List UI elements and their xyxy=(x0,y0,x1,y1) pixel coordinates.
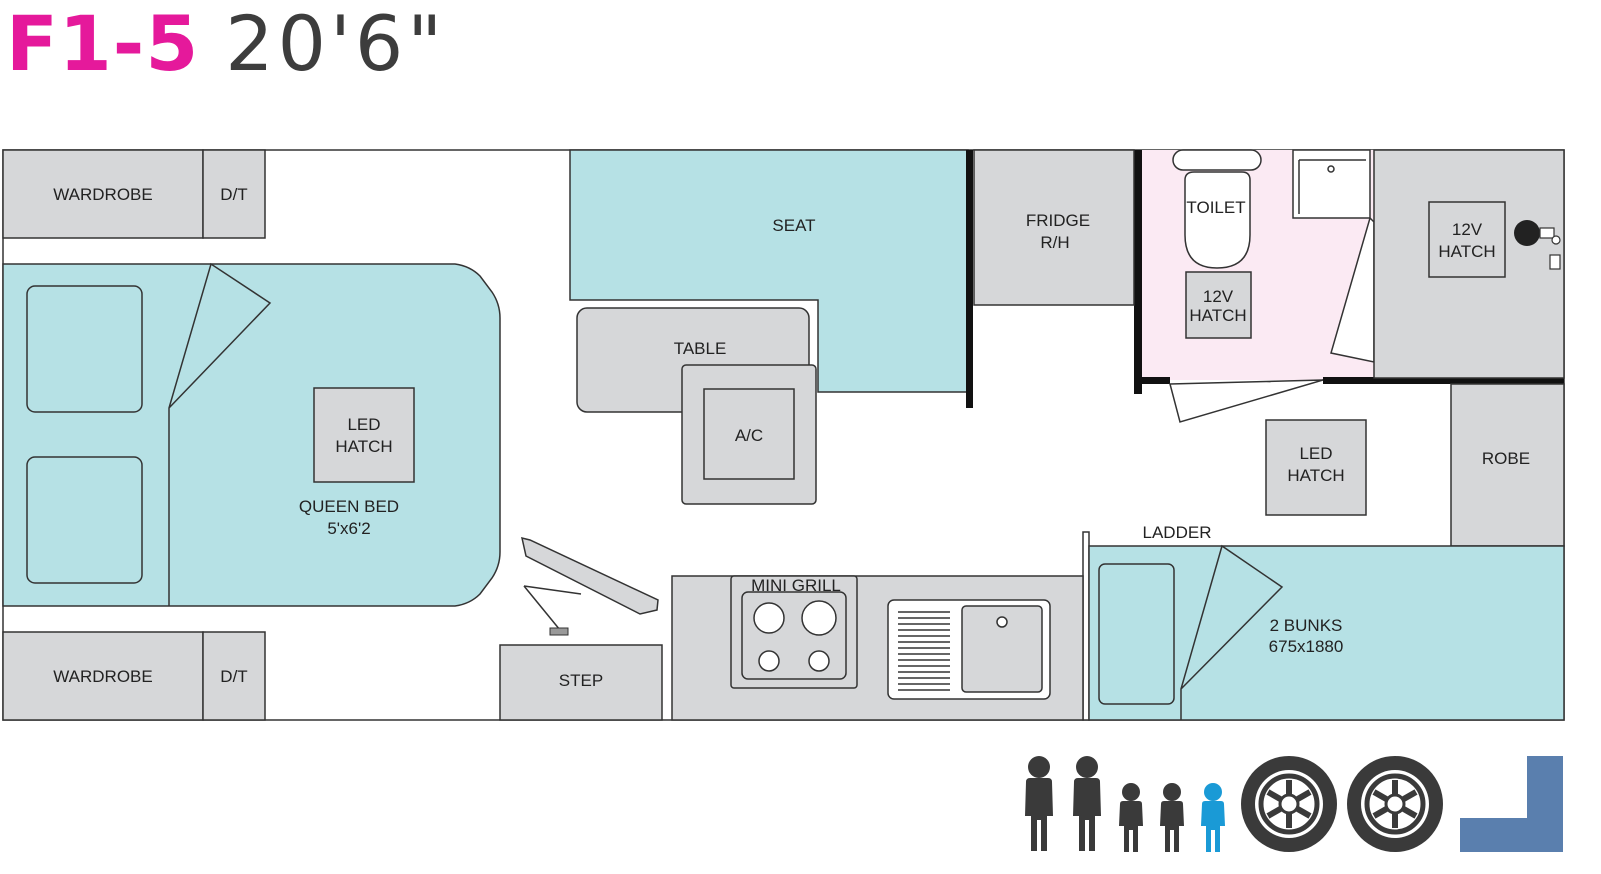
svg-text:HATCH: HATCH xyxy=(1438,242,1495,261)
wall-seat-fridge xyxy=(966,150,973,408)
wardrobe-top: WARDROBE xyxy=(2,149,204,239)
toilet: TOILET xyxy=(1172,149,1262,269)
step: STEP xyxy=(499,644,663,721)
dressing-table-top: D/T xyxy=(202,149,266,239)
svg-text:WARDROBE: WARDROBE xyxy=(53,667,153,686)
bunk-fold-line xyxy=(1180,544,1284,720)
tow-hitch-icon xyxy=(1460,756,1563,852)
adult-icon xyxy=(1073,756,1101,851)
svg-text:TABLE: TABLE xyxy=(674,339,727,358)
rear-tap-icon xyxy=(1514,220,1561,270)
hatch-12v-ensuite: 12V HATCH xyxy=(1185,271,1252,339)
svg-text:5'x6'2: 5'x6'2 xyxy=(327,519,370,538)
dressing-table-bottom: D/T xyxy=(202,631,266,721)
mini-grill: MINI GRILL xyxy=(730,575,858,689)
svg-text:675x1880: 675x1880 xyxy=(1269,637,1344,656)
svg-text:QUEEN BED: QUEEN BED xyxy=(299,497,399,516)
robe: ROBE xyxy=(1450,383,1565,547)
svg-text:LED: LED xyxy=(1299,444,1332,463)
bunk-pillow xyxy=(1098,563,1175,705)
rear-storage: 12V HATCH xyxy=(1373,149,1565,379)
svg-text:ROBE: ROBE xyxy=(1482,449,1530,468)
model-length: 20'6" xyxy=(225,0,447,88)
page-title: F1-5 20'6" xyxy=(6,0,446,92)
entry-door xyxy=(521,536,659,636)
svg-text:HATCH: HATCH xyxy=(335,437,392,456)
svg-text:STEP: STEP xyxy=(559,671,603,690)
svg-text:12V: 12V xyxy=(1452,220,1483,239)
svg-text:SEAT: SEAT xyxy=(772,216,815,235)
pillow-top xyxy=(26,285,143,413)
air-conditioner: A/C xyxy=(681,364,817,505)
svg-text:R/H: R/H xyxy=(1040,233,1069,252)
svg-text:LED: LED xyxy=(347,415,380,434)
wall-fridge-ensuite xyxy=(1134,150,1142,394)
ensuite-door xyxy=(1169,379,1324,423)
svg-text:LADDER: LADDER xyxy=(1143,523,1212,542)
sink xyxy=(887,599,1051,700)
wheel-icon xyxy=(1347,756,1443,852)
led-hatch-mid: LED HATCH xyxy=(1265,419,1367,516)
led-hatch-bed: LED HATCH xyxy=(313,387,415,483)
svg-text:2 BUNKS: 2 BUNKS xyxy=(1270,616,1343,635)
fridge: FRIDGE R/H xyxy=(973,149,1135,306)
svg-text:12V: 12V xyxy=(1203,287,1234,306)
pillow-bottom xyxy=(26,456,143,584)
svg-text:MINI GRILL: MINI GRILL xyxy=(751,576,841,595)
queen-bed: QUEEN BED 5'x6'2 xyxy=(2,262,501,607)
bunks: 2 BUNKS 675x1880 xyxy=(1088,544,1565,721)
svg-text:D/T: D/T xyxy=(220,185,247,204)
wardrobe-bottom: WARDROBE xyxy=(2,631,204,721)
svg-text:WARDROBE: WARDROBE xyxy=(53,185,153,204)
bed-fold-line xyxy=(168,262,272,606)
svg-text:A/C: A/C xyxy=(735,426,763,445)
svg-text:HATCH: HATCH xyxy=(1287,466,1344,485)
adult-icon xyxy=(1025,756,1053,851)
child-icon xyxy=(1160,783,1184,852)
svg-text:D/T: D/T xyxy=(220,667,247,686)
child-icon-highlighted xyxy=(1201,783,1225,852)
svg-text:TOILET: TOILET xyxy=(1186,198,1245,217)
svg-text:FRIDGE: FRIDGE xyxy=(1026,211,1090,230)
wall-ensuite-bottom-left xyxy=(1134,377,1170,384)
wheel-icon xyxy=(1241,756,1337,852)
wall-ensuite-bottom-right xyxy=(1323,377,1564,384)
shower xyxy=(1292,149,1375,363)
model-name: F1-5 xyxy=(6,0,200,88)
svg-text:HATCH: HATCH xyxy=(1189,306,1246,325)
child-icon xyxy=(1119,783,1143,852)
